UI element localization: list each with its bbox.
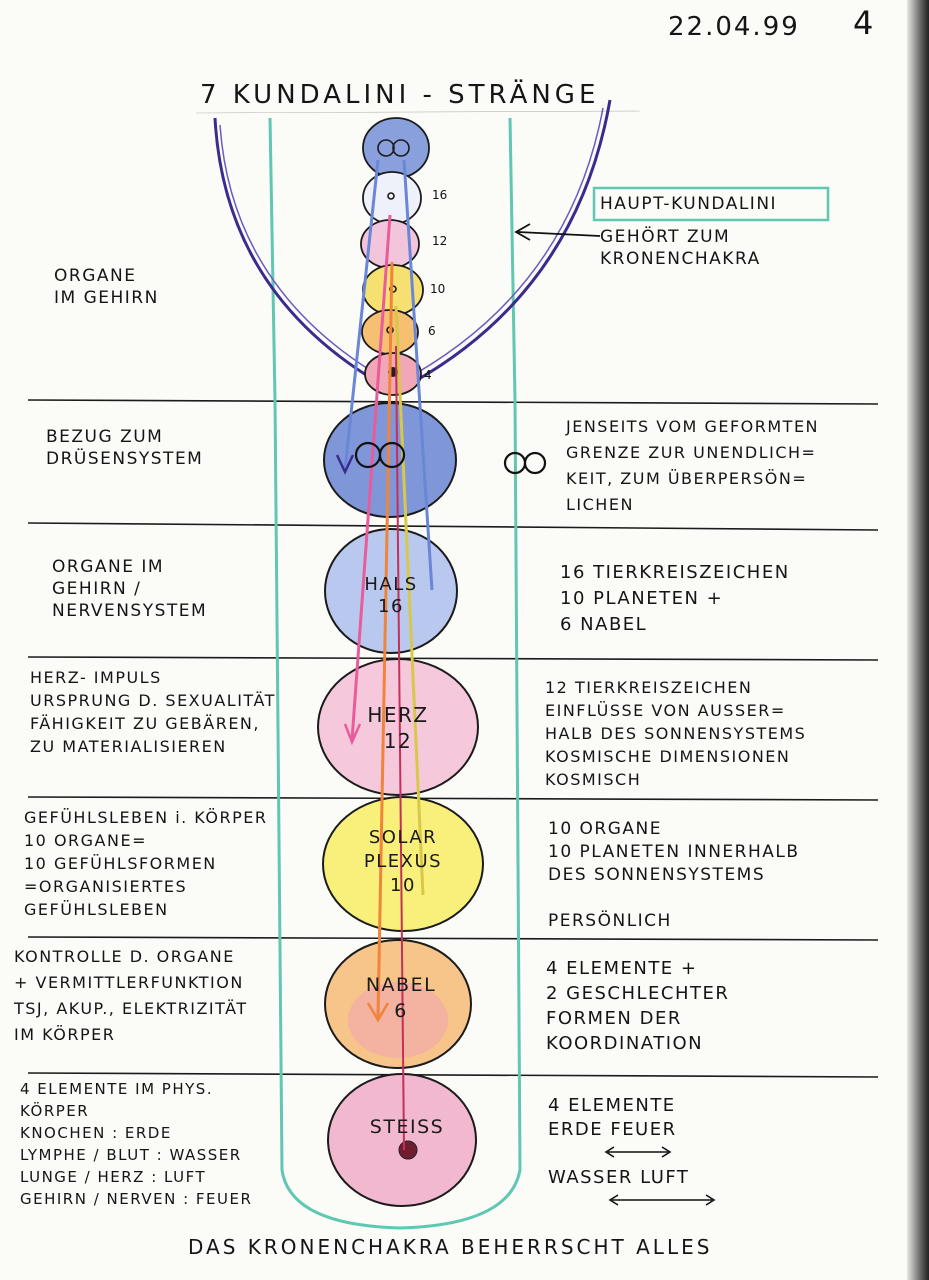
chakra-steiss-label: STEISS [369,1116,445,1138]
haupt-kundalini-box [592,186,830,222]
row2-left: ORGANE IM GEHIRN / NERVENSYSTEM [52,557,208,621]
head-number-4: 4 [424,368,432,382]
row1-left: BEZUG ZUM DRÜSENSYSTEM [46,427,204,469]
chakra-steiss [327,1073,477,1207]
row2-right: 16 TIERKREISZEICHEN 10 PLANETEN + 6 NABE… [560,562,790,635]
row5-left: KONTROLLE D. ORGANE + VERMITTLERFUNKTION… [14,947,248,1044]
row-dividers [27,399,879,1078]
page-number: 4 [853,4,876,42]
head-chakra-1 [362,117,430,179]
row4-left: GEFÜHLSLEBEN i. KÖRPER 10 ORGANE= 10 GEF… [24,808,268,919]
divider-4 [27,796,879,801]
strand-blue-right [402,159,434,591]
head-chakras [360,117,430,396]
divider-2 [27,522,879,531]
date: 22.04.99 [668,12,800,42]
head-left-note: ORGANE IM GEHIRN [54,266,159,308]
head-number-10: 10 [430,282,446,296]
strand-orange [376,261,394,1019]
divider-5 [27,936,879,941]
strand-pink [350,214,392,741]
footer-text: DAS KRONENCHAKRA BEHERRSCHT ALLES [188,1235,713,1259]
row3-left: HERZ- IMPULS URSPRUNG D. SEXUALITÄT FÄHI… [30,668,276,756]
chakra-hals [324,528,458,654]
page-title: 7 KUNDALINI - STRÄNGE [200,80,600,110]
chakra-herz-label: HERZ 12 [367,703,429,753]
divider-6 [27,1072,879,1078]
row6-left: 4 ELEMENTE IM PHYS. KÖRPER KNOCHEN : ERD… [20,1080,253,1208]
row4-right: 10 ORGANE 10 PLANETEN INNERHALB DES SONN… [548,819,800,931]
chakra-nabel-label: NABEL 6 [365,974,437,1022]
head-number-12: 12 [432,234,448,248]
divider-3 [27,656,879,661]
row5-right: 4 ELEMENTE + 2 GESCHLECHTER FORMEN DER K… [546,958,730,1054]
strand-yellow [394,305,425,896]
row3-right: 12 TIERKREISZEICHEN EINFLÜSSE VON AUSSER… [545,678,807,789]
row1-right: JENSEITS VOM GEFORMTEN GRENZE ZUR UNENDL… [566,417,820,514]
head-number-16: 16 [432,188,448,202]
strand-blue-left [343,159,380,471]
divider-1 [27,399,879,405]
chakra-hals-label: HALS 16 [364,574,418,617]
haupt-kundalini-label: HAUPT-KUNDALINI [600,194,778,214]
chakra-solar-plexus-label: SOLAR PLEXUS 10 [363,827,443,896]
chakra-solar-plexus [322,796,484,932]
head-right-note: GEHÖRT ZUM KRONENCHAKRA [600,227,761,269]
head-number-6: 6 [428,324,436,338]
chakra-herz [317,658,479,796]
teal-channel [268,117,522,1230]
row6-right: 4 ELEMENTE ERDE FEUER WASSER LUFT [548,1095,690,1188]
strand-red [395,345,405,1151]
